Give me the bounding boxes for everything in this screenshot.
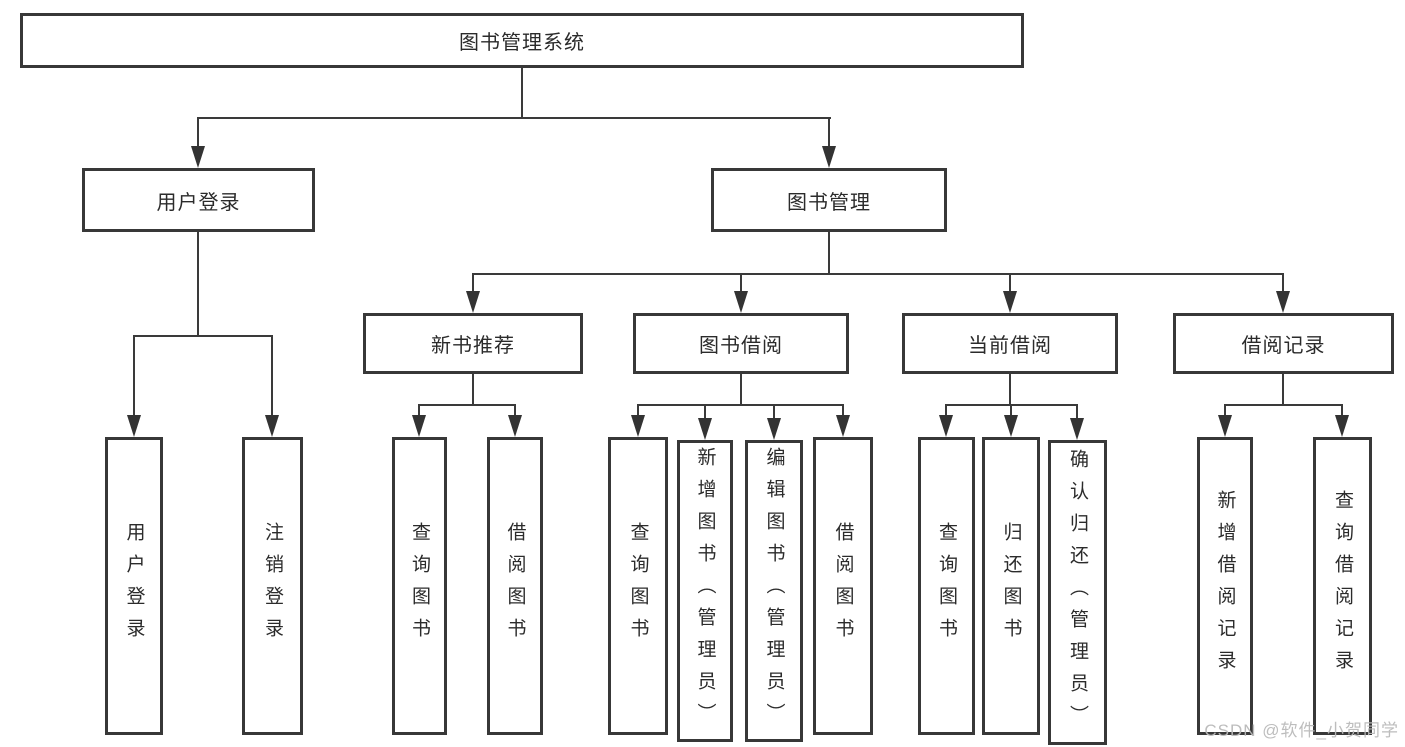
connector-hline <box>133 335 273 337</box>
node-label: 查询图书 <box>409 522 430 650</box>
connector-vline <box>773 404 775 428</box>
leaf-query-books-borrow: 查询图书 <box>608 437 668 735</box>
arrow-down-icon <box>734 291 748 313</box>
node-label: 借阅图书 <box>504 522 526 650</box>
node-label: 归还图书 <box>1000 522 1022 650</box>
arrow-down-icon <box>466 291 480 313</box>
arrow-down-icon <box>127 415 141 437</box>
leaf-confirm-return-admin: 确认归还（管理员） <box>1048 440 1107 745</box>
leaf-query-books-current: 查询图书 <box>918 437 975 735</box>
node-label: 借阅图书 <box>832 522 854 650</box>
arrow-down-icon <box>1218 415 1232 437</box>
connector-vline <box>472 374 474 406</box>
node-label: 查询图书 <box>936 522 957 650</box>
node-borrow-records: 借阅记录 <box>1173 313 1394 374</box>
node-user-login: 用户登录 <box>82 168 315 232</box>
arrow-down-icon <box>1004 415 1018 437</box>
connector-vline <box>1282 273 1284 303</box>
connector-vline <box>271 335 273 427</box>
connector-vline <box>704 404 706 428</box>
node-label: 确认归还（管理员） <box>1067 448 1088 737</box>
arrow-down-icon <box>1335 415 1349 437</box>
connector-vline <box>828 117 830 157</box>
node-label: 查询图书 <box>627 522 649 650</box>
leaf-borrow-books: 借阅图书 <box>813 437 873 735</box>
arrow-down-icon <box>508 415 522 437</box>
node-new-book-recommend: 新书推荐 <box>363 313 583 374</box>
leaf-borrow-books-recommend: 借阅图书 <box>487 437 543 735</box>
node-book-borrow: 图书借阅 <box>633 313 849 374</box>
arrow-down-icon <box>1276 291 1290 313</box>
leaf-return-books: 归还图书 <box>982 437 1040 735</box>
leaf-add-borrow-record: 新增借阅记录 <box>1197 437 1253 735</box>
node-label: 用户登录 <box>123 522 145 650</box>
csdn-watermark: CSDN @软件_小贺同学 <box>1204 721 1399 740</box>
leaf-logout: 注销登录 <box>242 437 303 735</box>
node-book-management: 图书管理 <box>711 168 947 232</box>
connector-hline <box>197 117 831 119</box>
arrow-down-icon <box>822 146 836 168</box>
connector-hline <box>1224 404 1343 406</box>
node-label: 图书借阅 <box>699 335 783 357</box>
arrow-down-icon <box>836 415 850 437</box>
node-root-system: 图书管理系统 <box>20 13 1024 68</box>
connector-vline <box>1076 404 1078 428</box>
node-label: 注销登录 <box>262 522 283 650</box>
node-label: 图书管理系统 <box>459 32 585 54</box>
arrow-down-icon <box>631 415 645 437</box>
connector-vline <box>521 68 523 118</box>
connector-vline <box>1282 374 1284 406</box>
connector-vline <box>740 374 742 406</box>
arrow-down-icon <box>698 418 712 440</box>
arrow-down-icon <box>412 415 426 437</box>
arrow-down-icon <box>1003 291 1017 313</box>
node-label: 图书管理 <box>787 191 871 214</box>
arrow-down-icon <box>939 415 953 437</box>
arrow-down-icon <box>767 418 781 440</box>
node-label: 当前借阅 <box>968 335 1052 357</box>
node-label: 编辑图书（管理员） <box>763 447 785 735</box>
connector-vline <box>1009 374 1011 406</box>
leaf-user-login: 用户登录 <box>105 437 163 735</box>
node-label: 查询借阅记录 <box>1332 490 1353 682</box>
connector-hline <box>472 273 1284 275</box>
leaf-query-borrow-record: 查询借阅记录 <box>1313 437 1372 735</box>
connector-vline <box>828 232 830 275</box>
leaf-edit-books-admin: 编辑图书（管理员） <box>745 440 803 742</box>
connector-vline <box>197 117 199 157</box>
connector-hline <box>637 404 844 406</box>
node-label: 借阅记录 <box>1241 335 1326 357</box>
arrow-down-icon <box>265 415 279 437</box>
arrow-down-icon <box>1070 418 1084 440</box>
node-current-borrow: 当前借阅 <box>902 313 1118 374</box>
node-label: 用户登录 <box>156 191 241 214</box>
leaf-query-books-recommend: 查询图书 <box>392 437 447 735</box>
node-label: 新增图书（管理员） <box>694 447 716 735</box>
node-label: 新书推荐 <box>431 335 515 357</box>
node-label: 新增借阅记录 <box>1214 490 1236 682</box>
connector-vline <box>472 273 474 303</box>
arrow-down-icon <box>191 146 205 168</box>
connector-vline <box>740 273 742 303</box>
connector-vline <box>133 335 135 427</box>
connector-vline <box>197 232 199 337</box>
connector-vline <box>1009 273 1011 303</box>
connector-hline <box>418 404 516 406</box>
leaf-add-books-admin: 新增图书（管理员） <box>677 440 733 742</box>
